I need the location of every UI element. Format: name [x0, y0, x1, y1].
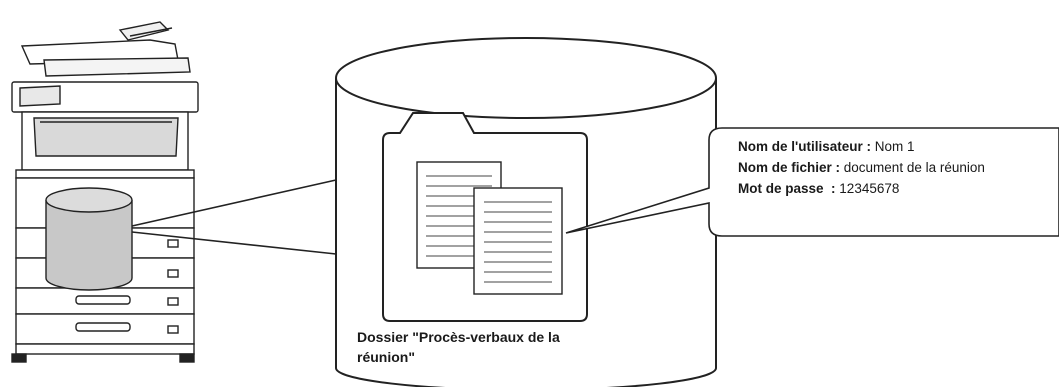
folder-caption-line-1: Dossier "Procès-verbaux de la	[357, 329, 560, 345]
file-name-row: Nom de fichier : document de la réunion	[738, 160, 985, 175]
user-name-row: Nom de l'utilisateur : Nom 1	[738, 139, 915, 154]
password-value: 12345678	[839, 181, 900, 196]
user-name-label: Nom de l'utilisateur :	[738, 139, 871, 154]
user-name-value: Nom 1	[874, 139, 915, 154]
folder-caption: Dossier "Procès-verbaux de la réunion"	[357, 327, 617, 367]
password-row: Mot de passe : 12345678	[738, 181, 899, 196]
folder-caption-line-2: réunion"	[357, 349, 415, 365]
password-label: Mot de passe :	[738, 181, 836, 196]
internal-storage-cylinder	[45, 187, 133, 291]
file-info-callout	[565, 127, 1059, 237]
document-page-front-icon	[473, 187, 563, 295]
file-name-value: document de la réunion	[843, 160, 985, 175]
file-name-label: Nom de fichier :	[738, 160, 841, 175]
zoom-connector-lines	[131, 179, 337, 255]
